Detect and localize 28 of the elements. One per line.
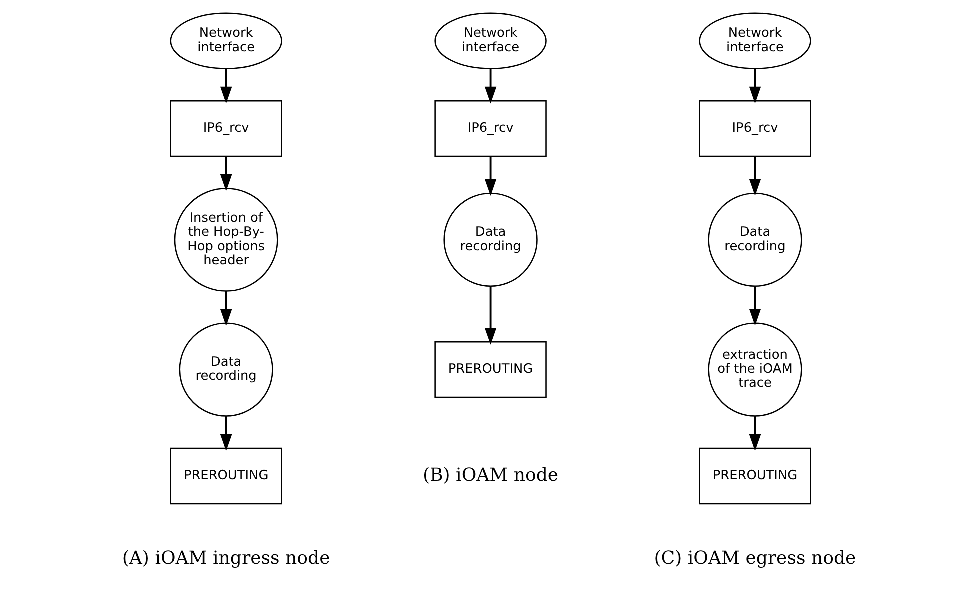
arrow [220,156,232,192]
arrow [220,68,232,104]
node-ellipse: Network interface [698,12,811,70]
arrow [484,156,496,196]
node-box: IP6_rcv [434,100,546,158]
node-ellipse: Network interface [434,12,546,70]
arrow [220,291,232,326]
arrow [220,416,232,452]
arrow [748,156,761,196]
node-box: IP6_rcv [170,100,282,158]
node-box: IP6_rcv [698,100,811,158]
node-circle: extraction of the iOAM trace [708,322,802,417]
label: (B) iOAM node [422,464,558,486]
node-circle: Data recording [178,322,273,417]
node-circle: Data recording [443,192,538,288]
node-circle: Insertion of the Hop-By-Hop options header [174,188,278,292]
arrow [484,68,496,104]
node-ellipse: Network interface [170,12,282,70]
arrow [484,286,496,345]
node-box: PREROUTING [698,448,811,505]
arrow [748,416,761,452]
label: (C) iOAM egress node [654,548,856,570]
node-box: PREROUTING [170,448,282,505]
arrow [748,68,761,104]
label: (A) iOAM ingress node [122,548,330,570]
node-circle: Data recording [708,192,802,288]
arrow [748,286,761,326]
node-box: PREROUTING [434,341,546,398]
